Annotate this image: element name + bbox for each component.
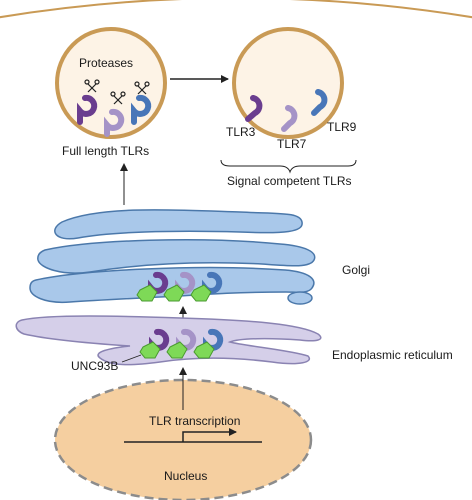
unc93b-golgi bbox=[163, 284, 185, 302]
tlr3-cleaved bbox=[245, 95, 263, 122]
tlr3-full-length bbox=[77, 94, 98, 125]
tlr7-cleaved bbox=[281, 105, 298, 132]
label-nucleus: Nucleus bbox=[164, 469, 208, 483]
label-full-length-tlrs: Full length TLRs bbox=[62, 144, 150, 158]
scissors-icon bbox=[110, 91, 126, 105]
unc93b-golgi bbox=[190, 284, 212, 302]
golgi-cisterna-2 bbox=[37, 238, 316, 274]
label-unc93b: UNC93B bbox=[71, 359, 119, 373]
label-golgi: Golgi bbox=[342, 263, 371, 277]
tlr7-full-length bbox=[104, 108, 125, 137]
label-tlr3: TLR3 bbox=[226, 125, 256, 139]
tlr9-cleaved bbox=[311, 89, 328, 116]
unc93b-er bbox=[166, 341, 188, 359]
plasma-membrane bbox=[0, 0, 472, 19]
label-proteases: Proteases bbox=[79, 56, 134, 70]
golgi-cisterna-3 bbox=[29, 266, 315, 304]
unc93b-pointer bbox=[121, 354, 142, 363]
endosome-left bbox=[55, 27, 167, 139]
scissors-icon bbox=[134, 81, 150, 95]
unc93b-er bbox=[139, 341, 161, 359]
transcription-start-arrow bbox=[182, 428, 237, 442]
tlr9-full-length bbox=[131, 94, 152, 125]
label-tlr7: TLR7 bbox=[277, 137, 307, 151]
label-tlr9: TLR9 bbox=[327, 120, 357, 134]
label-endoplasmic-reticulum: Endoplasmic reticulum bbox=[332, 348, 453, 362]
label-tlr-transcription: TLR transcription bbox=[149, 414, 241, 428]
label-signal-competent-tlrs: Signal competent TLRs bbox=[227, 174, 352, 188]
scissors-icon bbox=[84, 79, 100, 93]
unc93b-golgi bbox=[136, 284, 158, 302]
signal-competent-bracket bbox=[220, 159, 357, 174]
golgi-cisterna-1 bbox=[54, 208, 303, 240]
golgi-vesicle bbox=[287, 291, 313, 305]
unc93b-er bbox=[193, 341, 215, 359]
